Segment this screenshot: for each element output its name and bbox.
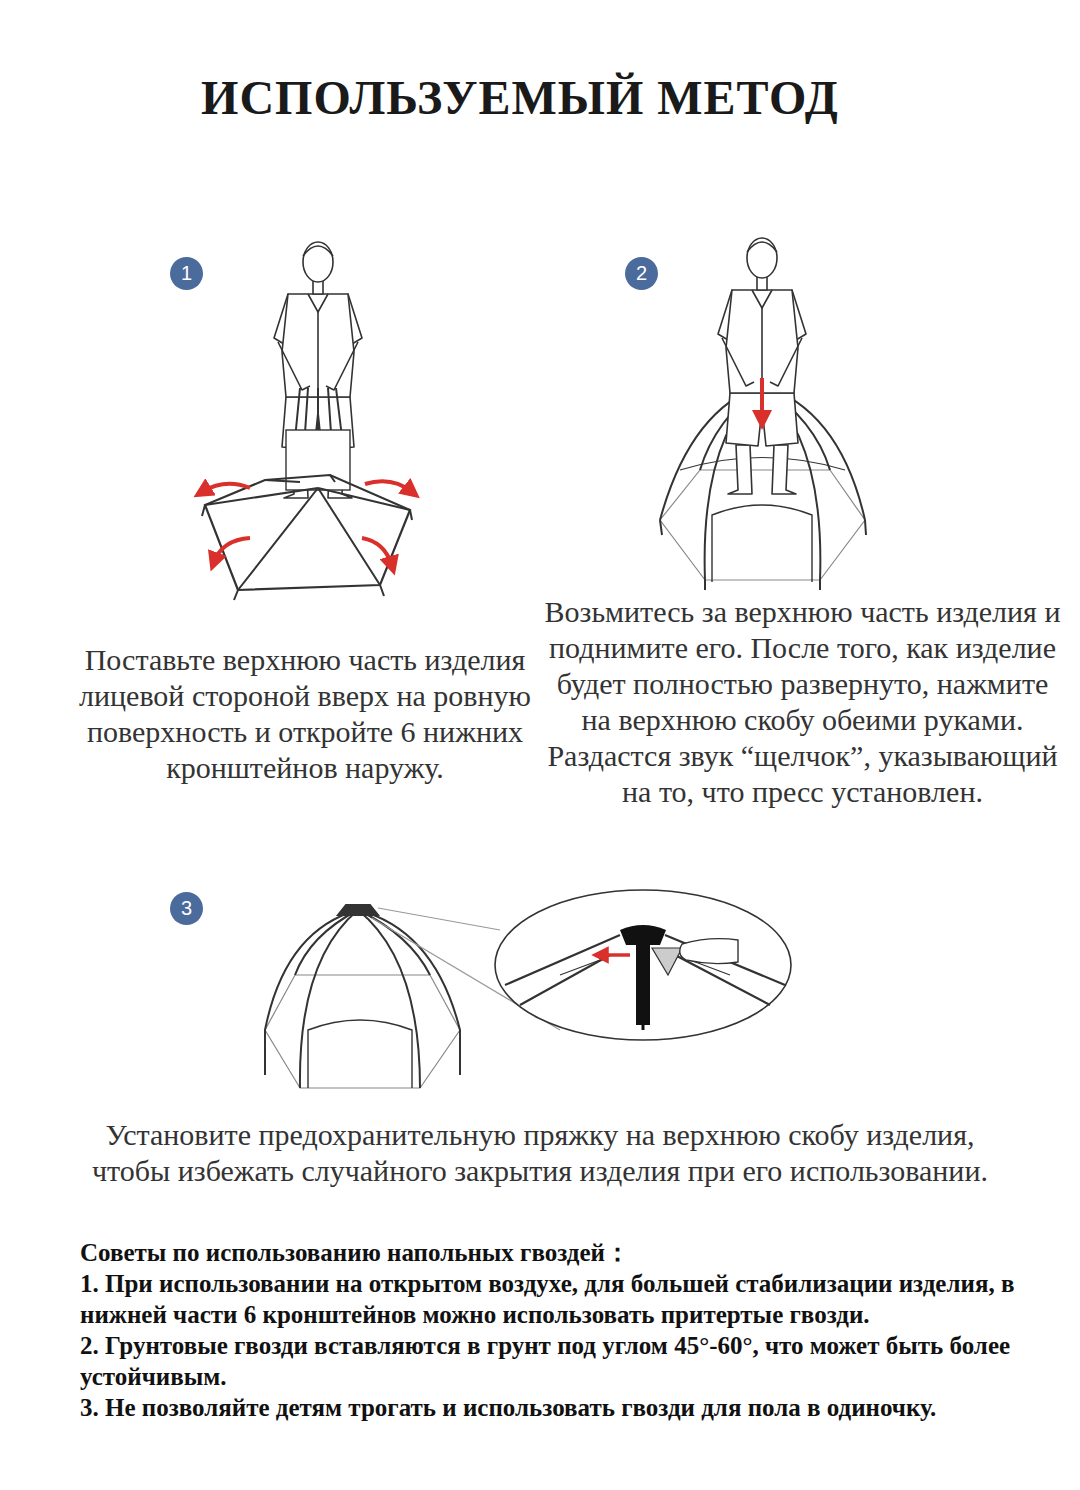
tips-block: Советы по использованию напольных гвозде…	[80, 1237, 1055, 1423]
step-number: 3	[181, 897, 192, 920]
step-circle: 3	[170, 892, 203, 925]
step-number: 1	[181, 262, 192, 285]
tip-item: 3. Не позволяйте детям трогать и использ…	[80, 1392, 1055, 1423]
step-instruction: Установите предохранительную пряжку на в…	[90, 1117, 990, 1189]
step-number: 2	[636, 262, 647, 285]
step-instruction: Возьмитесь за верхнюю часть изделия и по…	[540, 594, 1065, 810]
step-instruction: Поставьте верхнюю часть изделия лицевой …	[40, 642, 570, 786]
tips-heading: Советы по использованию напольных гвозде…	[80, 1237, 1055, 1268]
page-title: ИСПОЛЬЗУЕМЫЙ МЕТОД	[90, 70, 950, 125]
tip-item: 2. Грунтовые гвозди вставляются в грунт …	[80, 1330, 1055, 1392]
tip-item: 1. При использовании на открытом воздухе…	[80, 1268, 1055, 1330]
step-circle: 2	[625, 257, 658, 290]
step-circle: 1	[170, 257, 203, 290]
